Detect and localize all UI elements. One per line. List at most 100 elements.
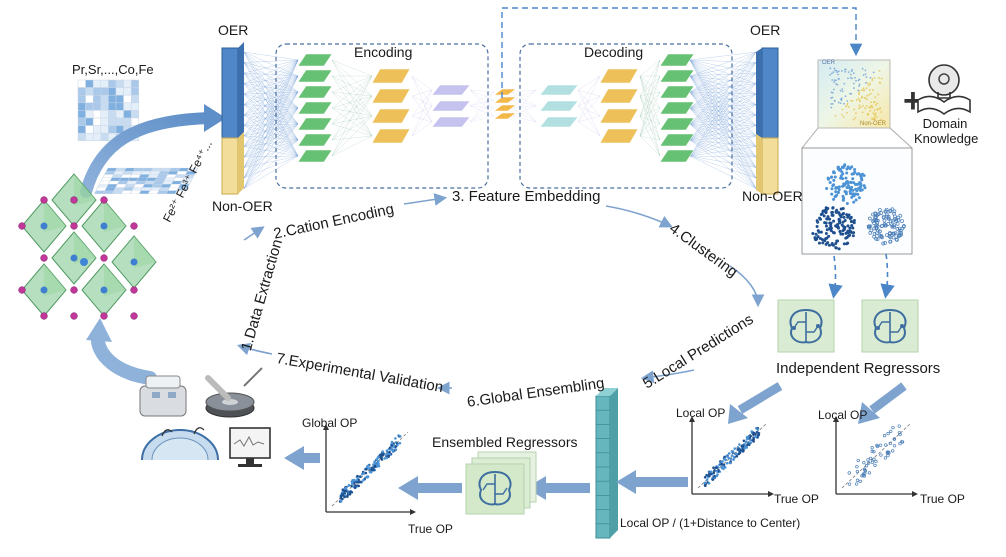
cluster-c-point <box>872 226 877 231</box>
data-point <box>870 446 874 450</box>
oxygen-atom <box>70 286 78 294</box>
connection-line <box>689 104 757 109</box>
data-point <box>370 466 373 470</box>
cluster-b-point <box>825 228 829 232</box>
yellow-node <box>599 128 639 144</box>
grid-cell <box>100 79 109 88</box>
cluster-a-point <box>832 183 836 187</box>
cluster-b-point <box>841 229 845 233</box>
data-point <box>882 434 887 438</box>
grid-cell <box>108 117 117 126</box>
data-point <box>752 433 755 436</box>
data-point <box>385 456 389 460</box>
data-point <box>888 441 892 446</box>
green-node <box>659 53 695 67</box>
data-point <box>341 497 344 501</box>
map-point <box>869 82 872 85</box>
map-point <box>851 68 854 71</box>
connection-line <box>577 89 601 97</box>
map-point <box>831 96 834 99</box>
plot1-x-label: True OP <box>774 492 819 506</box>
cluster-b-point <box>852 231 856 235</box>
cluster-a-point <box>826 177 830 181</box>
connection-line <box>689 51 757 157</box>
map-point <box>873 76 876 79</box>
map-point <box>865 81 867 84</box>
y-axis-arrow <box>689 416 695 422</box>
connection-line <box>689 91 757 179</box>
data-point <box>705 478 709 481</box>
map-point <box>867 113 870 116</box>
cluster-b-point <box>840 223 844 227</box>
circuit-node <box>900 324 904 328</box>
cluster-b-point <box>828 217 832 221</box>
connection-line <box>243 62 299 157</box>
domain-knowledge-label: Domain Knowledge <box>914 116 978 146</box>
cluster-a-point <box>860 178 864 182</box>
connection-line <box>689 123 757 147</box>
connection-line <box>689 51 757 141</box>
connection-line <box>243 72 299 157</box>
connection-line <box>331 59 373 137</box>
cluster-c-point <box>886 215 891 219</box>
cluster-b-point <box>849 215 853 219</box>
map-point <box>839 89 842 92</box>
connection-line <box>689 91 757 126</box>
cluster-c-point <box>890 223 894 228</box>
connection-line <box>411 105 433 117</box>
green-node <box>659 101 695 115</box>
connection-line <box>243 146 299 157</box>
cluster-a-point <box>852 200 856 204</box>
cluster-a-point <box>841 172 845 176</box>
cluster-c-point <box>884 223 888 228</box>
connection-line <box>577 95 601 107</box>
connection-line <box>511 105 537 109</box>
connection-line <box>689 59 757 63</box>
connection-line <box>331 115 373 157</box>
map-point <box>850 70 853 73</box>
map-point <box>866 82 869 85</box>
cluster-a-point <box>842 164 846 168</box>
connection-line <box>689 59 757 126</box>
cluster-b-point <box>848 226 852 230</box>
connection-line <box>243 93 299 125</box>
connection-line <box>243 107 299 179</box>
data-point <box>756 428 760 431</box>
map-point <box>865 76 868 79</box>
map-point <box>857 89 860 92</box>
data-point <box>886 453 890 458</box>
connection-line <box>243 104 299 157</box>
connection-line <box>331 75 373 157</box>
ensembled-regressor-stack <box>465 451 537 515</box>
cluster-b-point <box>824 224 828 228</box>
data-point <box>712 471 715 474</box>
cluster-b-point <box>816 235 820 239</box>
connection-line <box>689 51 757 93</box>
data-point <box>377 464 381 468</box>
data-point <box>709 472 713 476</box>
connection-line <box>243 83 299 125</box>
curved-arrow-up <box>80 112 216 198</box>
connection-line <box>331 115 373 141</box>
grid-cell <box>100 87 109 96</box>
cluster-a-point <box>849 180 853 184</box>
grid-cell <box>77 102 86 111</box>
cluster-c-point <box>872 234 877 239</box>
map-point <box>852 118 855 121</box>
connection-line <box>577 75 601 107</box>
cluster-a-point <box>841 184 845 188</box>
map-point <box>858 99 861 102</box>
connection-line <box>243 125 299 141</box>
map-point <box>879 107 882 109</box>
green-node <box>659 117 695 131</box>
connection-line <box>331 91 373 97</box>
embedding-node <box>493 96 517 104</box>
connection-line <box>331 59 373 77</box>
map-point <box>873 101 876 103</box>
data-point <box>350 490 354 494</box>
connection-line <box>411 115 433 123</box>
connection-line <box>639 75 661 137</box>
cluster-c-point <box>881 241 886 246</box>
connection-line <box>689 72 757 109</box>
map-point <box>833 81 835 84</box>
